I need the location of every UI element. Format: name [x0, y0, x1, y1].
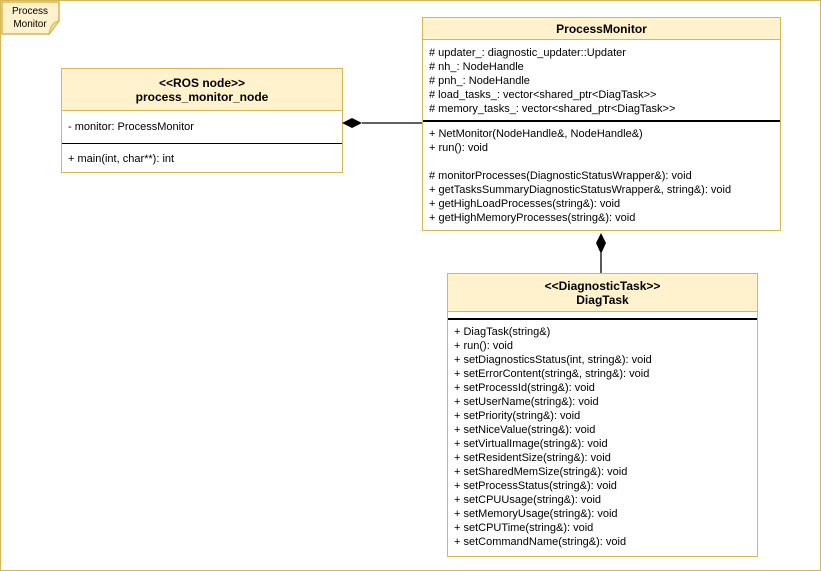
method-row: + setNiceValue(string&): void [454, 424, 596, 436]
class-stereotype: <<ROS node>> [158, 75, 246, 90]
composition-diamond-icon [596, 233, 606, 254]
method-row: + setResidentSize(string&): void [454, 452, 611, 464]
attribute-row: - monitor: ProcessMonitor [68, 121, 194, 133]
method-row: + setSharedMemSize(string&): void [454, 466, 628, 478]
method-row: + setUserName(string&): void [454, 396, 599, 408]
methods-compartment: + main(int, char**): int [62, 144, 342, 173]
attribute-row: # updater_: diagnostic_updater::Updater [429, 47, 626, 59]
attribute-row: # pnh_: NodeHandle [429, 75, 530, 87]
method-row: + setPriority(string&): void [454, 410, 581, 422]
method-row: + setVirtualImage(string&): void [454, 438, 608, 450]
method-row: + setCPUUsage(string&): void [454, 494, 602, 506]
method-row: + setMemoryUsage(string&): void [454, 508, 618, 520]
attributes-compartment: # updater_: diagnostic_updater::Updater … [423, 40, 780, 122]
page-tab-label: Process Monitor [3, 5, 57, 31]
class-diag-task[interactable]: <<DiagnosticTask>> DiagTask + DiagTask(s… [447, 273, 758, 557]
page-tab[interactable] [1, 1, 63, 37]
class-header: <<ROS node>> process_monitor_node [62, 69, 342, 111]
attribute-row: # nh_: NodeHandle [429, 61, 524, 73]
page-tab-line2: Monitor [13, 19, 47, 30]
method-row: # monitorProcesses(DiagnosticStatusWrapp… [429, 170, 692, 182]
attributes-compartment-empty [448, 312, 757, 320]
composition-diamond-icon [342, 118, 362, 128]
method-row: + run(): void [454, 340, 513, 352]
class-header: ProcessMonitor [423, 18, 780, 40]
method-row: + main(int, char**): int [68, 152, 175, 165]
attribute-row: # load_tasks_: vector<shared_ptr<DiagTas… [429, 89, 657, 101]
method-row: + getHighLoadProcesses(string&): void [429, 198, 621, 210]
class-process-monitor[interactable]: ProcessMonitor # updater_: diagnostic_up… [422, 17, 781, 231]
method-row: + setDiagnosticsStatus(int, string&): vo… [454, 354, 652, 366]
method-row: + setProcessId(string&): void [454, 382, 595, 394]
method-row: + setCommandName(string&): void [454, 536, 627, 548]
method-row: + setProcessStatus(string&): void [454, 480, 617, 492]
class-name: ProcessMonitor [556, 21, 647, 36]
class-stereotype: <<DiagnosticTask>> [544, 278, 661, 293]
methods-compartment: + DiagTask(string&) + run(): void + setD… [448, 320, 757, 554]
method-row: + run(): void [429, 142, 488, 154]
class-header: <<DiagnosticTask>> DiagTask [448, 274, 757, 312]
composition-link-monitor-to-diagtask[interactable] [594, 233, 608, 273]
method-row: + setCPUTime(string&): void [454, 522, 594, 534]
class-name: DiagTask [576, 292, 629, 307]
method-row: + setErrorContent(string&, string&): voi… [454, 368, 650, 380]
method-row: + NetMonitor(NodeHandle&, NodeHandle&) [429, 128, 643, 140]
method-row: + getHighMemoryProcesses(string&): void [429, 212, 636, 224]
page-tab-fold-icon [48, 20, 61, 36]
methods-compartment: + NetMonitor(NodeHandle&, NodeHandle&) +… [423, 122, 780, 230]
method-row: + getTasksSummaryDiagnosticStatusWrapper… [429, 184, 732, 196]
composition-link-node-to-monitor[interactable] [342, 115, 422, 131]
class-name: process_monitor_node [135, 89, 269, 104]
method-group-spacer [423, 155, 780, 169]
page-tab-line1: Process [11, 6, 49, 17]
attribute-row: # memory_tasks_: vector<shared_ptr<DiagT… [429, 103, 676, 115]
method-row: + DiagTask(string&) [454, 326, 551, 338]
class-process-monitor-node[interactable]: <<ROS node>> process_monitor_node - moni… [61, 68, 343, 173]
attributes-compartment: - monitor: ProcessMonitor [62, 111, 342, 144]
